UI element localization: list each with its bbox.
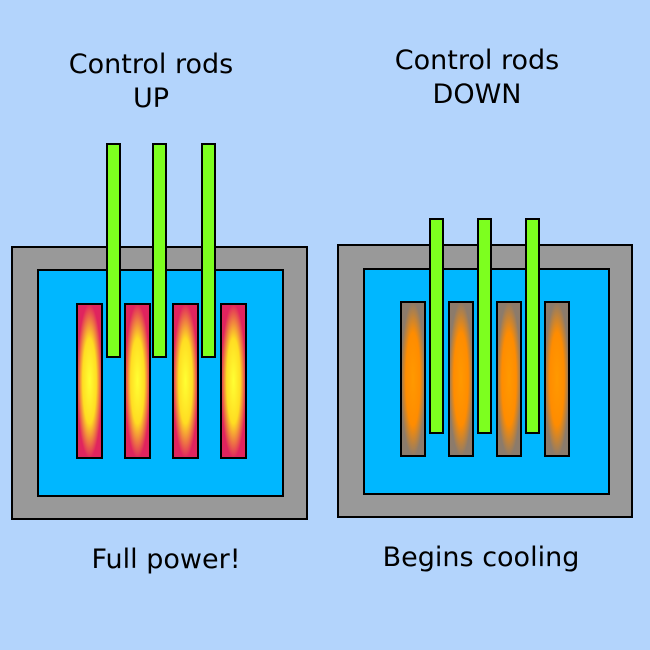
right-caption: Begins cooling — [382, 542, 580, 573]
left-caption: Full power! — [91, 544, 241, 575]
left-heading: Control rods UP — [20, 48, 282, 116]
right-control-rod — [429, 218, 444, 434]
left-fuel-rod — [220, 303, 247, 459]
right-fuel-rod — [544, 301, 570, 457]
right-fuel-rod — [496, 301, 522, 457]
left-fuel-rod — [124, 303, 151, 459]
right-heading-line2: DOWN — [432, 79, 522, 110]
right-fuel-rod — [400, 301, 426, 457]
left-fuel-rod — [172, 303, 199, 459]
left-heading-line1: Control rods — [68, 49, 234, 80]
right-fuel-rod — [448, 301, 474, 457]
left-reactor — [11, 143, 308, 520]
left-control-rod — [152, 143, 167, 358]
left-heading-line2: UP — [132, 83, 170, 114]
left-control-rod — [201, 143, 216, 358]
right-heading: Control rods DOWN — [346, 44, 608, 112]
left-fuel-rod — [76, 303, 103, 459]
right-heading-line1: Control rods — [394, 45, 560, 76]
right-reactor — [337, 218, 633, 518]
left-control-rod — [106, 143, 121, 358]
right-control-rod — [477, 218, 492, 434]
right-control-rod — [525, 218, 540, 434]
